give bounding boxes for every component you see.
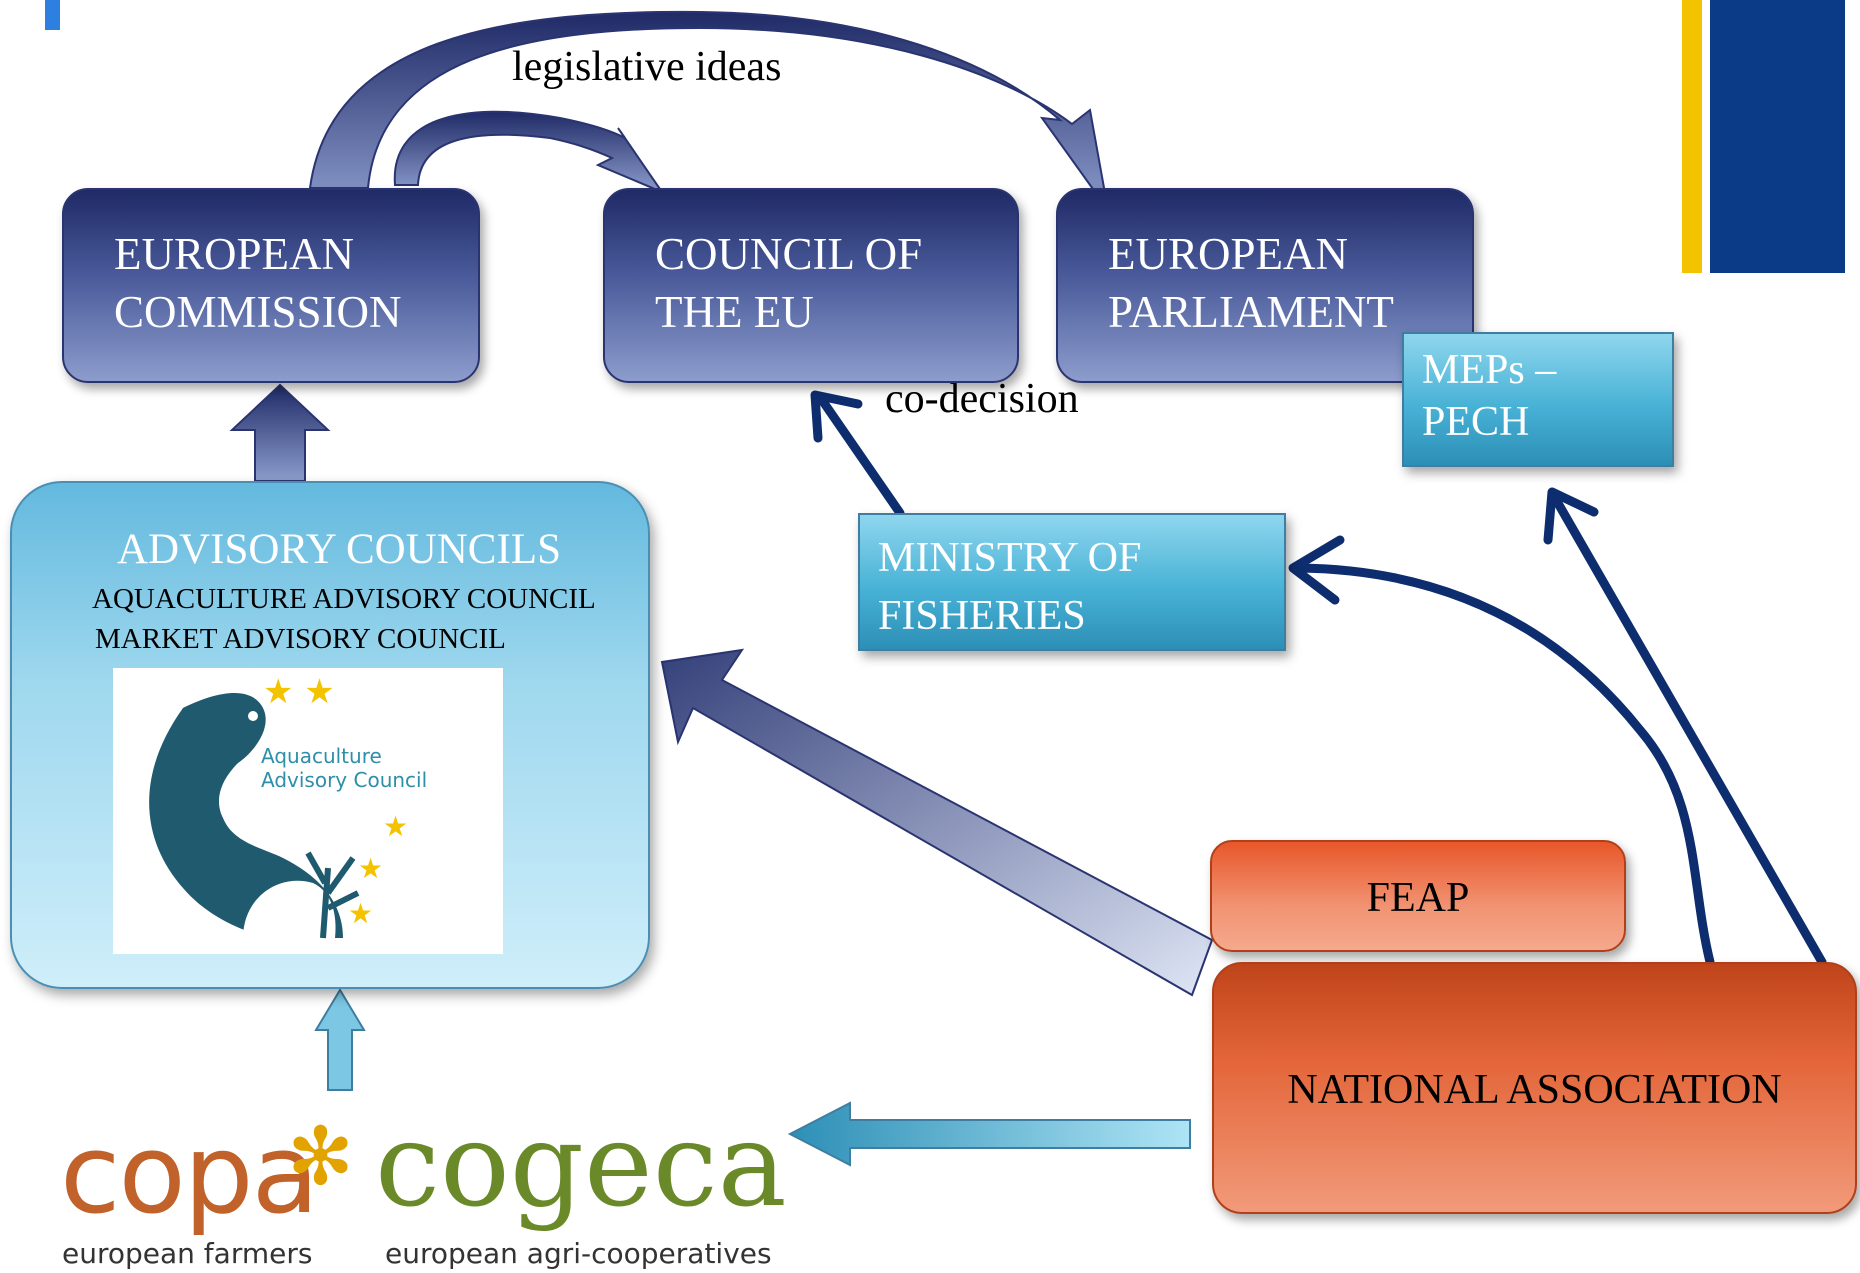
european-commission-node: EUROPEAN COMMISSION: [62, 188, 480, 383]
council-of-eu-line-2: THE EU: [655, 287, 814, 337]
feap-node: FEAP: [1210, 840, 1626, 952]
meps-pech-line-1: MEPs –: [1422, 347, 1557, 393]
aac-logo-text-line-2: Advisory Council: [261, 768, 428, 792]
european-parliament-line-1: EUROPEAN: [1108, 229, 1349, 279]
legislative-ideas-label: legislative ideas: [512, 44, 782, 90]
european-commission-line-1: EUROPEAN: [114, 229, 355, 279]
aquaculture-advisory-council-logo: ★ ★ ★ ★ ★ Aquaculture Advisory Council: [113, 668, 503, 954]
copa-wordmark: copa: [60, 1110, 319, 1238]
svg-text:★: ★: [358, 852, 383, 885]
svg-text:★ ★: ★ ★: [263, 672, 335, 712]
aquaculture-advisory-council-label: AQUACULTURE ADVISORY COUNCIL: [92, 583, 596, 615]
meps-pech-line-2: PECH: [1422, 399, 1530, 445]
european-parliament-line-2: PARLIAMENT: [1108, 287, 1394, 337]
copa-tagline: european farmers: [62, 1237, 313, 1270]
ministry-to-council-arrow: [817, 395, 905, 518]
advisory-councils-title: ADVISORY COUNCILS: [117, 526, 561, 573]
national-association-label: NATIONAL ASSOCIATION: [1287, 1067, 1782, 1113]
copa-cogeca-star-icon: ✻: [287, 1114, 355, 1202]
european-commission-line-2: COMMISSION: [114, 287, 402, 337]
aac-logo-graphic: ★ ★ ★ ★ ★: [149, 672, 408, 939]
national-association-to-copa-arrow: [787, 1101, 1191, 1167]
cogeca-wordmark: cogeca: [375, 1098, 787, 1233]
national-association-node: NATIONAL ASSOCIATION: [1212, 962, 1857, 1214]
national-association-to-advisory-arrow: [660, 648, 1214, 997]
council-of-eu-line-1: COUNCIL OF: [655, 229, 923, 279]
aac-logo-text-line-1: Aquaculture: [261, 744, 382, 768]
cogeca-tagline: european agri-cooperatives: [385, 1237, 772, 1270]
national-association-to-ministry-arrow: [1295, 563, 1715, 967]
council-of-eu-node: COUNCIL OF THE EU: [603, 188, 1019, 383]
decorative-corner-mark: [45, 0, 60, 30]
ministry-arrowhead: [1288, 535, 1345, 605]
legislative-ideas-arrow-to-parliament: [308, 10, 1109, 211]
advisory-to-commission-arrow: [229, 383, 331, 482]
svg-text:★: ★: [348, 897, 373, 930]
feap-label: FEAP: [1366, 875, 1470, 921]
ministry-of-fisheries-node: MINISTRY OF FISHERIES: [858, 513, 1286, 651]
ministry-line-1: MINISTRY OF: [878, 535, 1142, 581]
national-association-to-meps-arrow: [1550, 493, 1827, 967]
legislative-ideas-arrow-to-council: [393, 110, 665, 195]
decorative-yellow-bar: [1682, 0, 1702, 273]
ministry-to-council-arrowhead: [810, 390, 863, 443]
decorative-blue-bar: [1710, 0, 1845, 273]
meps-arrowhead: [1543, 487, 1599, 545]
aac-logo-text: Aquaculture Advisory Council: [261, 744, 427, 792]
meps-pech-node: MEPs – PECH: [1402, 332, 1674, 467]
ministry-line-2: FISHERIES: [878, 593, 1086, 639]
copa-to-advisory-arrow: [314, 988, 366, 1091]
market-advisory-council-label: MARKET ADVISORY COUNCIL: [95, 623, 506, 655]
co-decision-label: co-decision: [885, 376, 1079, 422]
svg-text:★: ★: [383, 810, 408, 843]
